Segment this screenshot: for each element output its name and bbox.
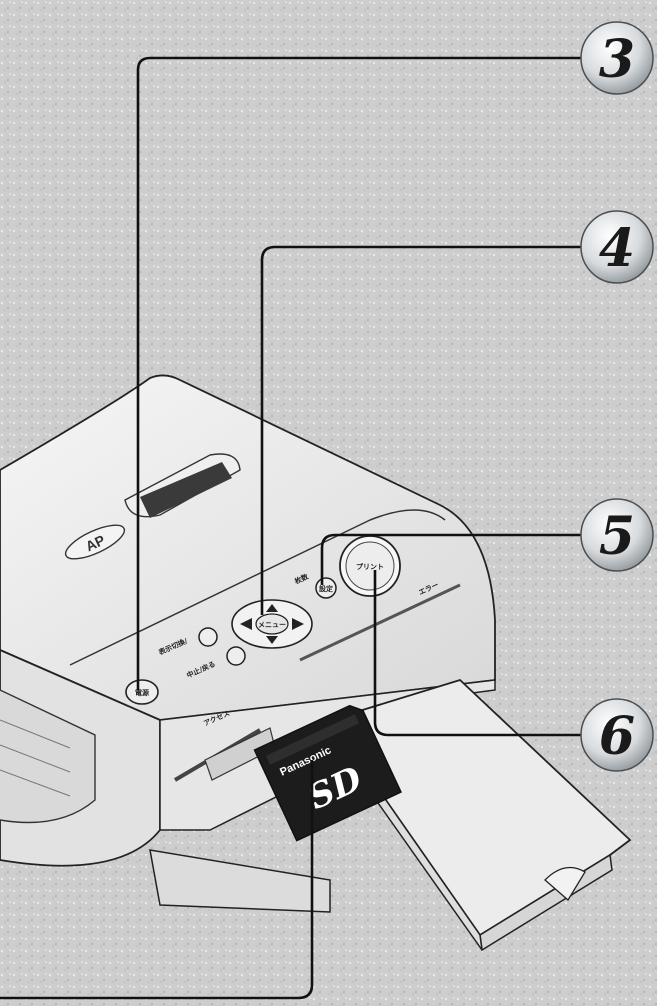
step-number-3: 3	[599, 29, 635, 90]
print-button-label: プリント	[356, 562, 384, 571]
copies-sub-label: 設定	[319, 584, 333, 593]
power-button[interactable]: 電源	[126, 680, 158, 704]
step-number-4: 4	[599, 218, 635, 279]
step-badge-5: 5	[581, 499, 653, 571]
step-badge-6: 6	[581, 699, 653, 771]
step-badge-4: 4	[581, 211, 653, 283]
step-number-6: 6	[599, 706, 635, 767]
step-badge-3: 3	[581, 22, 653, 94]
menu-ok-label: メニュー	[258, 621, 286, 629]
display-select-button[interactable]	[199, 628, 217, 646]
print-button[interactable]: プリント	[340, 536, 400, 596]
step-number-5: 5	[599, 506, 635, 567]
copies-button[interactable]: 設定	[316, 578, 336, 598]
cancel-back-button[interactable]	[227, 647, 245, 665]
directional-pad[interactable]: メニュー	[232, 600, 312, 648]
